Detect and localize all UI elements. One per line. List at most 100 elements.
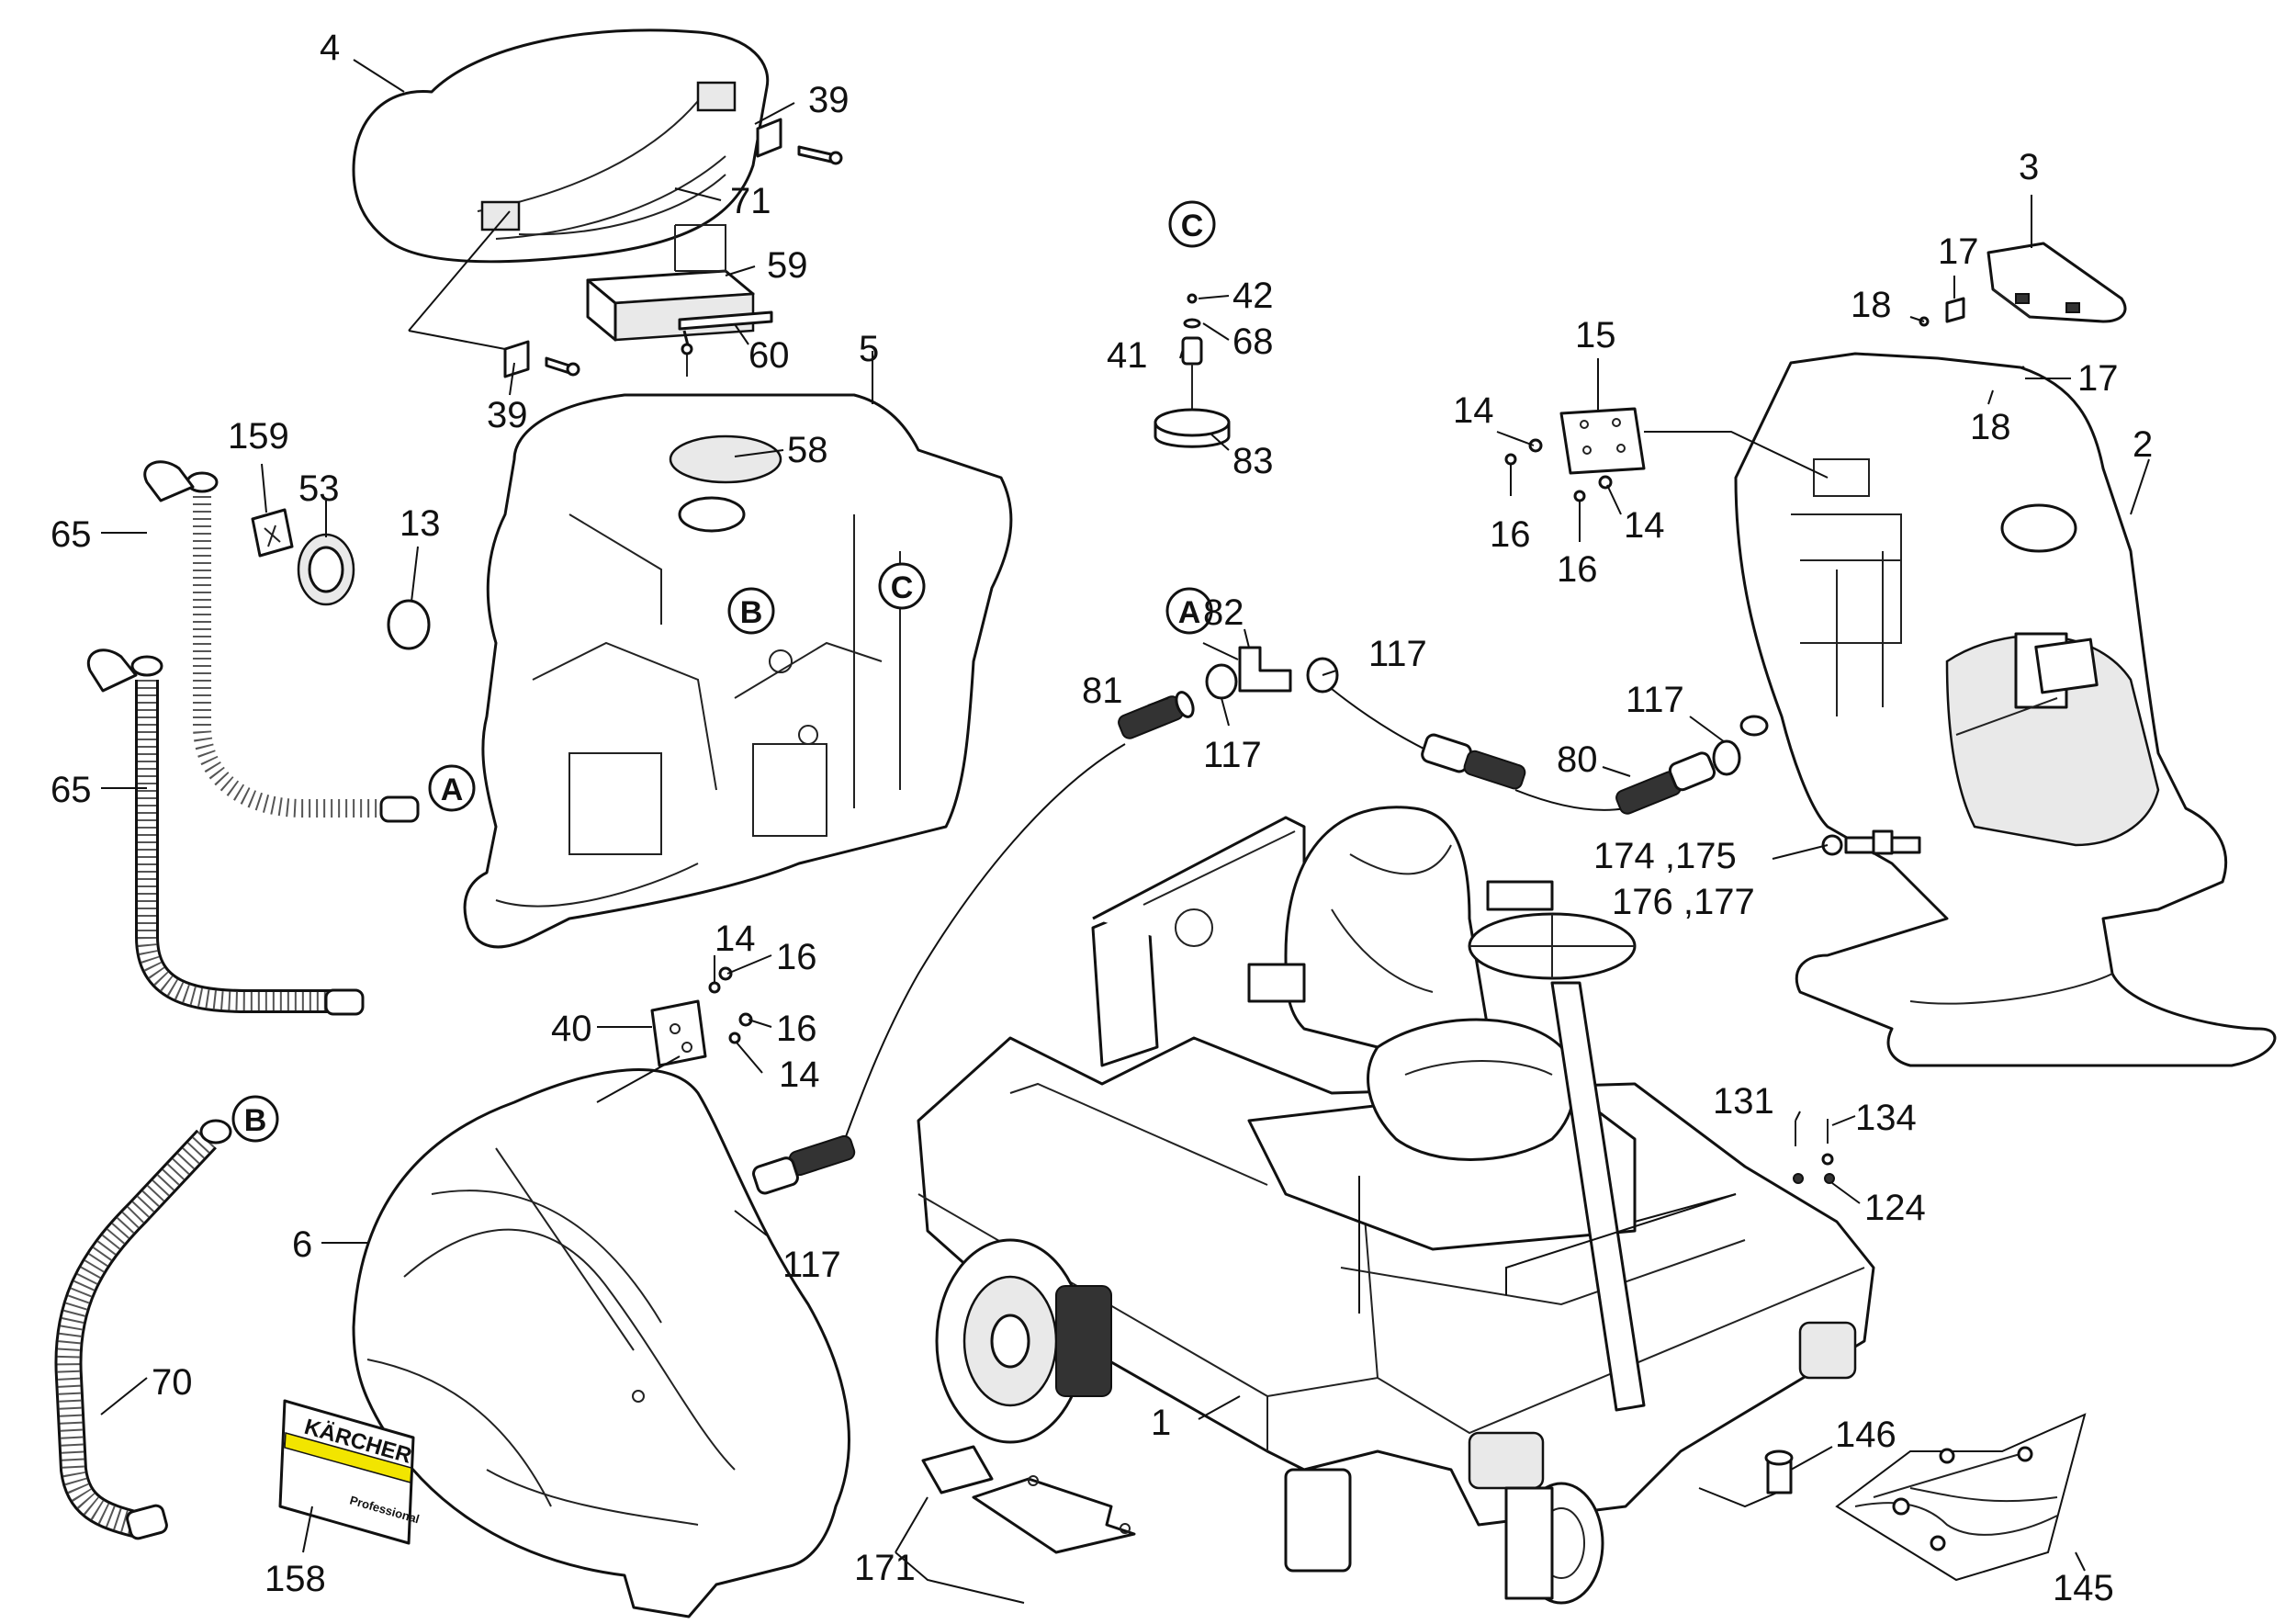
hose-65-lower — [86, 648, 365, 1016]
callout-70: 70 — [152, 1362, 193, 1403]
callout-171: 171 — [854, 1548, 916, 1588]
callout-80: 80 — [1557, 739, 1598, 780]
callout-65: 65 — [51, 514, 92, 555]
callout-159: 159 — [228, 416, 289, 457]
callout-18: 18 — [1851, 285, 1892, 325]
hose-81 — [1118, 691, 1195, 739]
float-assembly — [1154, 293, 1231, 448]
callout-65: 65 — [51, 770, 92, 810]
rear-wheel — [1504, 1482, 1604, 1605]
callout-71: 71 — [730, 181, 771, 221]
callout-131: 131 — [1713, 1081, 1774, 1122]
bracket-39-lower — [503, 340, 580, 378]
hose-70 — [54, 1119, 232, 1540]
callout-82: 82 — [1203, 592, 1244, 633]
ref-label-c: C — [1181, 209, 1204, 243]
callout-16: 16 — [776, 937, 817, 977]
filter-59 — [586, 224, 755, 342]
callout-176-177: 176 ,177 — [1612, 882, 1755, 922]
callout-134: 134 — [1855, 1098, 1917, 1138]
callout-83: 83 — [1232, 441, 1274, 481]
rear-housing — [1734, 352, 2277, 1067]
elbow-82 — [1238, 646, 1292, 693]
callout-158: 158 — [264, 1559, 326, 1599]
callout-174-175: 174 ,175 — [1593, 836, 1737, 876]
callout-14: 14 — [715, 919, 756, 959]
ref-label-b: B — [244, 1103, 267, 1138]
callout-3: 3 — [2019, 147, 2039, 187]
callout-5: 5 — [859, 329, 879, 369]
callout-13: 13 — [400, 503, 441, 544]
bracket-40 — [650, 966, 753, 1067]
callout-16: 16 — [776, 1009, 817, 1049]
callout-39: 39 — [487, 395, 528, 435]
callout-18: 18 — [1970, 407, 2011, 447]
ref-badge-a-hose: A — [1165, 587, 1213, 635]
callout-117: 117 — [782, 1245, 841, 1285]
ref-badge-c-tank: C — [878, 562, 926, 610]
callout-16: 16 — [1490, 514, 1531, 555]
hose-80-segment — [1331, 688, 1626, 811]
wiring-harness-145 — [1835, 1413, 2087, 1582]
ref-label-c: C — [891, 570, 914, 605]
valve-174-177 — [1821, 829, 1921, 856]
callout-17: 17 — [1938, 231, 1979, 272]
o-ring-13 — [387, 599, 431, 650]
recovery-tank — [463, 393, 1013, 949]
callout-59: 59 — [767, 245, 808, 286]
ref-badge-b-hose: B — [231, 1095, 279, 1143]
cap-53 — [297, 533, 355, 606]
callout-2: 2 — [2133, 424, 2153, 465]
callout-53: 53 — [298, 468, 340, 509]
callout-14: 14 — [1453, 390, 1494, 431]
bracket-60 — [678, 310, 773, 377]
callout-40: 40 — [551, 1009, 592, 1049]
callout-41: 41 — [1107, 335, 1148, 376]
cover-3 — [1986, 242, 2127, 323]
fasteners-131-134-124 — [1793, 1119, 1835, 1184]
callout-117: 117 — [1203, 735, 1262, 775]
callout-42: 42 — [1232, 276, 1274, 316]
callout-68: 68 — [1232, 321, 1274, 362]
callout-81: 81 — [1082, 671, 1123, 711]
clamp-117-a — [1205, 663, 1238, 700]
sticker-159 — [251, 508, 294, 558]
hose-80 — [1615, 715, 1769, 815]
callout-4: 4 — [320, 28, 340, 68]
callout-117: 117 — [1626, 680, 1684, 720]
lid-cover — [352, 28, 770, 264]
callout-124: 124 — [1864, 1188, 1926, 1228]
chassis-upright — [1091, 816, 1306, 1067]
callout-117: 117 — [1368, 634, 1427, 674]
callout-145: 145 — [2053, 1568, 2114, 1608]
callout-39: 39 — [808, 80, 850, 120]
callout-16: 16 — [1557, 549, 1598, 590]
callout-1: 1 — [1151, 1403, 1171, 1443]
fitting-146 — [1764, 1449, 1794, 1494]
left-wheel — [935, 1238, 1112, 1444]
ref-badge-a-tank: A — [428, 764, 476, 812]
plate-171 — [921, 1445, 1136, 1554]
ref-label-a: A — [1178, 595, 1201, 630]
ref-label-b: B — [740, 595, 763, 630]
callout-60: 60 — [748, 335, 790, 376]
ref-label-a: A — [441, 773, 464, 807]
callout-146: 146 — [1835, 1415, 1896, 1455]
ref-badge-b-tank: B — [727, 587, 775, 635]
callout-58: 58 — [787, 430, 828, 470]
steering-wheel — [1468, 912, 1646, 1412]
leader-lines — [100, 59, 2150, 1604]
bracket-39-upper — [756, 118, 843, 165]
callouts: 4 39 71 59 60 39 5 58 159 53 13 65 65 42… — [51, 28, 2153, 1608]
callout-14: 14 — [779, 1054, 820, 1095]
seat — [1247, 806, 1637, 1251]
front-cover — [352, 1068, 850, 1618]
callout-15: 15 — [1575, 315, 1616, 355]
callout-6: 6 — [292, 1224, 312, 1265]
plate-15 — [1504, 407, 1646, 502]
callout-14: 14 — [1624, 505, 1665, 546]
hose-65-upper — [143, 460, 420, 823]
ref-badge-c-float: C — [1168, 200, 1216, 248]
callout-17: 17 — [2077, 358, 2119, 399]
